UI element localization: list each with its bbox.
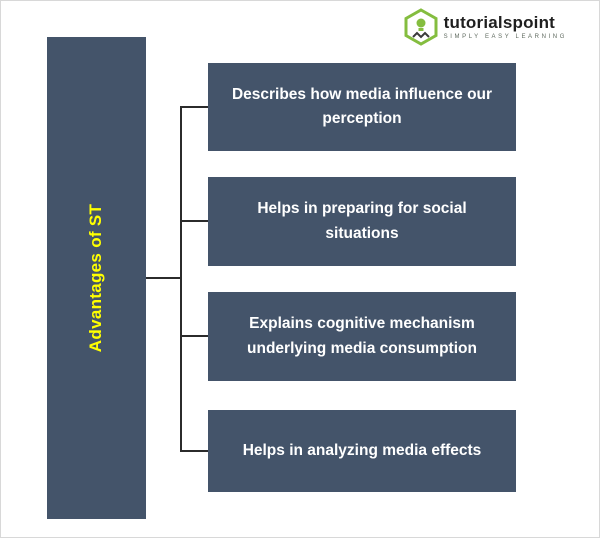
- item-node-label: Describes how media influence our percep…: [231, 85, 493, 127]
- connector-spine-line: [180, 106, 182, 452]
- item-node-analyzing-media-effects: Helps in analyzing media effects: [208, 410, 516, 492]
- item-node-preparing-social-situations: Helps in preparing for social situations: [208, 177, 516, 266]
- connector-stub-line-4: [180, 450, 208, 452]
- logo-tagline: SIMPLY EASY LEARNING: [443, 34, 567, 40]
- root-node-label: Advantages of ST: [86, 203, 106, 353]
- tutorialspoint-logo-icon: [404, 8, 438, 46]
- connector-stub-line-2: [180, 220, 208, 222]
- item-node-label: Explains cognitive mechanism underlying …: [247, 315, 477, 357]
- item-node-cognitive-mechanism: Explains cognitive mechanism underlying …: [208, 292, 516, 381]
- root-node-advantages-of-st: Advantages of ST: [47, 37, 146, 519]
- logo-text: tutorialspoint SIMPLY EASY LEARNING: [444, 14, 567, 40]
- item-node-media-influence-perception: Describes how media influence our percep…: [208, 63, 516, 151]
- connector-root-line: [146, 277, 181, 279]
- item-node-label: Helps in analyzing media effects: [242, 441, 482, 459]
- tutorialspoint-logo: tutorialspoint SIMPLY EASY LEARNING: [404, 8, 567, 46]
- item-node-label: Helps in preparing for social situations: [257, 200, 467, 242]
- connector-stub-line-1: [180, 106, 208, 108]
- connector-stub-line-3: [180, 335, 208, 337]
- logo-brand: tutorialspoint: [443, 13, 556, 32]
